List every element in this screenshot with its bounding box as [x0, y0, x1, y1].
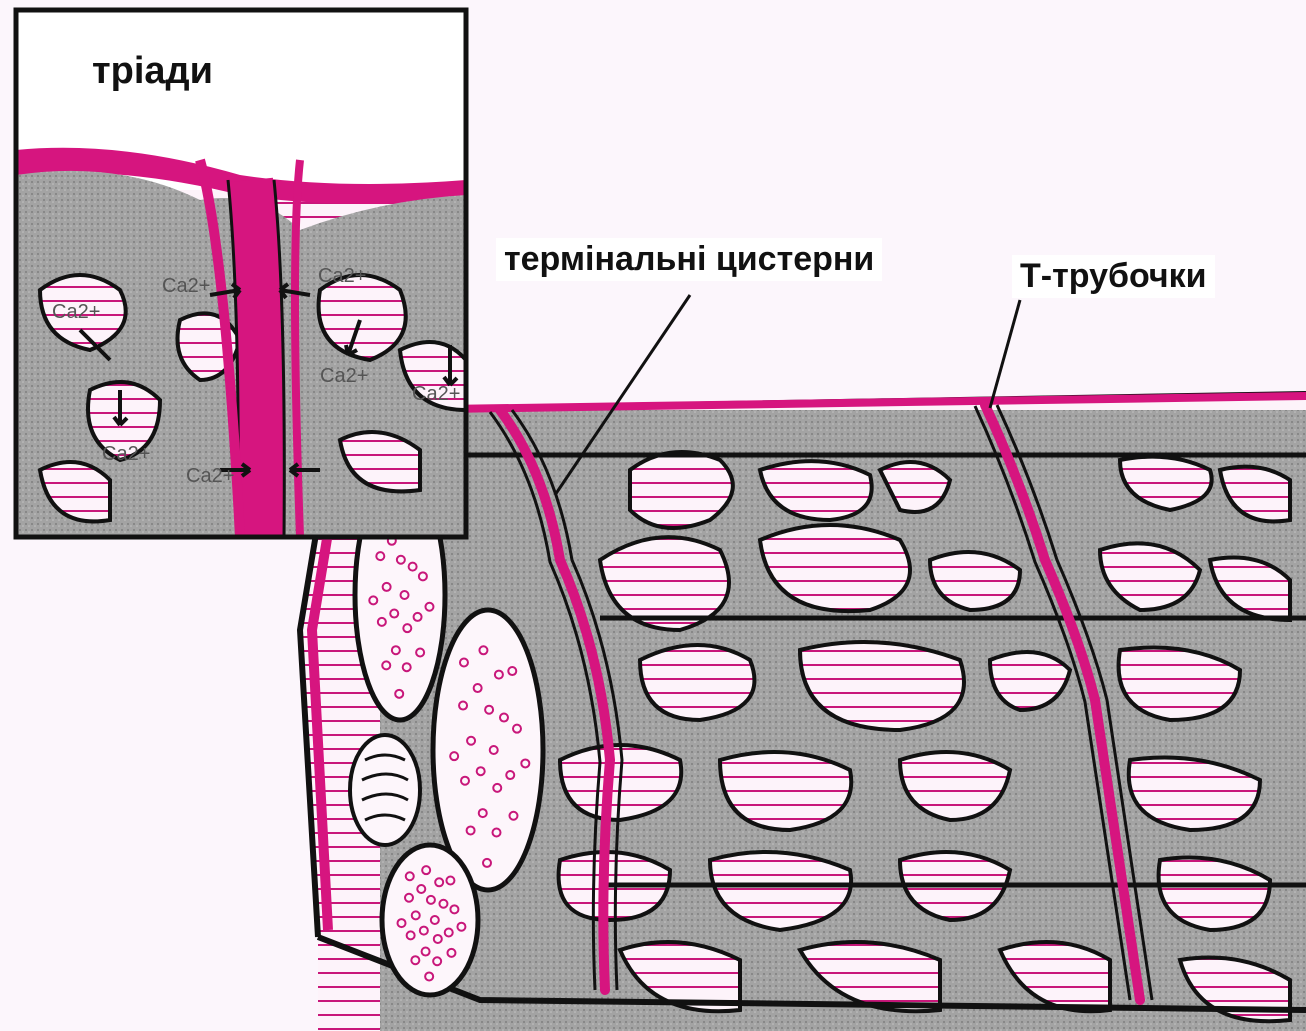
terminal-cisterns-label: термінальні цистерни [496, 238, 882, 281]
mitochondrion [350, 735, 420, 845]
calcium-ion-label: Ca2+ [186, 465, 234, 487]
calcium-ion-label: Ca2+ [162, 275, 210, 297]
t-tubules-label: Т-трубочки [1012, 255, 1215, 298]
calcium-ion-label: Ca2+ [102, 443, 150, 465]
calcium-ion-label: Ca2+ [412, 383, 460, 405]
calcium-ion-label: Ca2+ [320, 365, 368, 387]
triads-label: тріади [78, 46, 227, 97]
calcium-ion-label: Ca2+ [318, 265, 366, 287]
calcium-ion-label: Ca2+ [52, 301, 100, 323]
